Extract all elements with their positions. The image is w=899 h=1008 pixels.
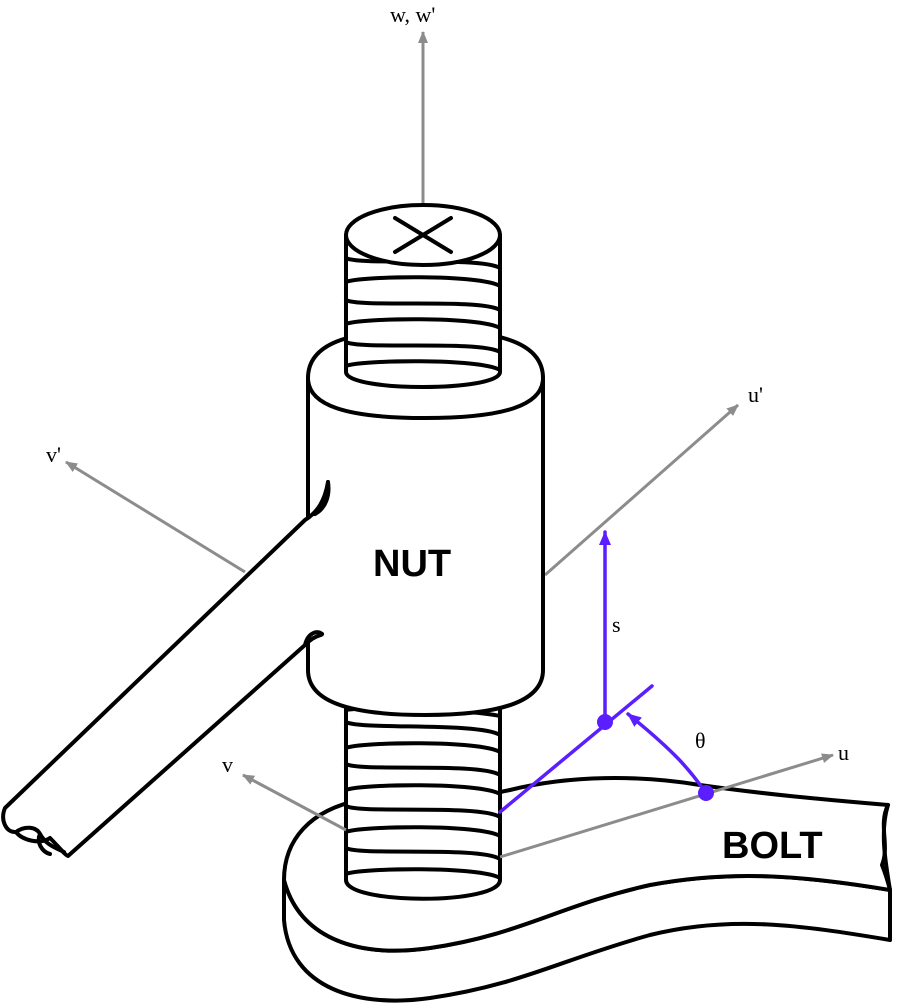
label-u-prime: u' bbox=[748, 382, 763, 407]
v-axis bbox=[242, 773, 347, 832]
label-u: u bbox=[838, 740, 849, 765]
label-bolt: BOLT bbox=[722, 825, 823, 867]
label-s: s bbox=[612, 612, 621, 637]
v-prime-axis bbox=[65, 460, 246, 574]
label-nut: NUT bbox=[373, 543, 451, 585]
theta-arc bbox=[626, 712, 708, 795]
screw-upper-threads bbox=[344, 203, 502, 389]
label-w-axis: w, w' bbox=[390, 2, 435, 27]
origin-point bbox=[597, 714, 613, 730]
coordinate-axes bbox=[65, 31, 834, 859]
label-v-prime: v' bbox=[46, 442, 61, 467]
u-axis-point bbox=[698, 785, 714, 801]
purple-diagonal bbox=[498, 684, 654, 814]
screw-lower-threads bbox=[344, 698, 502, 901]
u-axis bbox=[499, 753, 834, 859]
nut-body bbox=[306, 328, 545, 717]
vector-construction bbox=[498, 530, 714, 814]
u-prime-axis bbox=[544, 403, 739, 577]
label-theta: θ bbox=[695, 728, 706, 753]
nut-handle bbox=[1, 480, 331, 858]
label-v: v bbox=[222, 752, 233, 777]
